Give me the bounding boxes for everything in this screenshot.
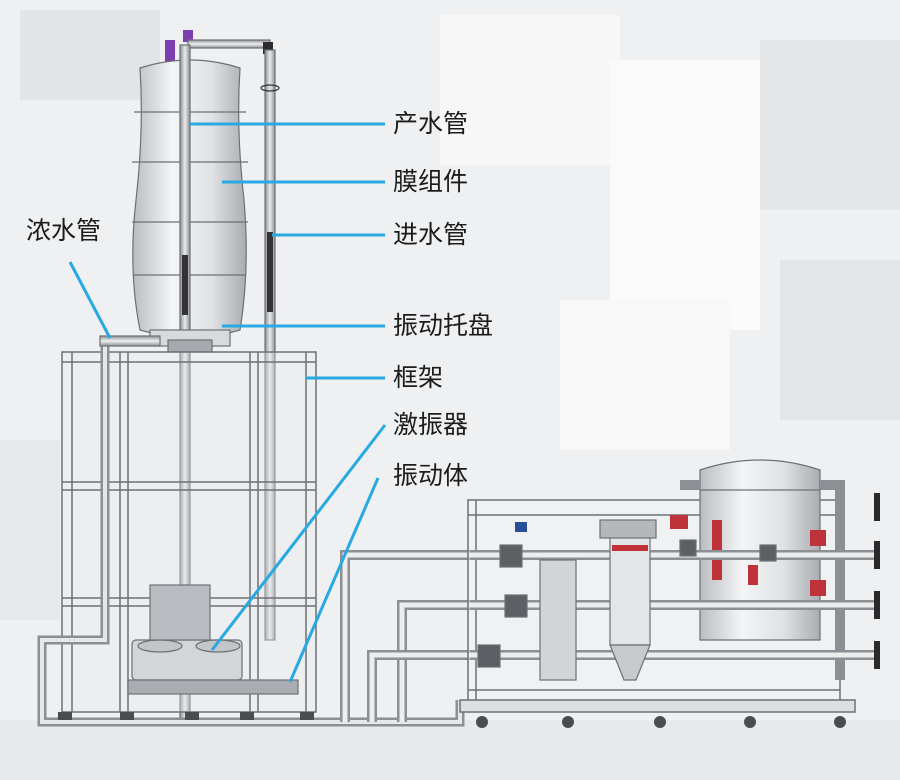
label-exciter: 激振器 [393,410,469,439]
leader-concentrate-pipe [68,261,112,339]
purple-cap-icon [165,40,175,62]
equipment-skid [459,459,880,728]
filter-housing [539,559,577,681]
inlet-pipe [264,49,276,641]
label-frame: 框架 [393,363,444,392]
label-membrane-module: 膜组件 [393,167,469,196]
leader-vibrator-body [288,477,380,683]
vibrator-body [127,679,299,695]
label-product-pipe: 产水管 [393,109,469,138]
leader-lines [68,122,387,683]
label-vibrator-body: 振动体 [393,461,469,490]
label-vibration-tray: 振动托盘 [393,311,494,340]
label-concentrate-pipe: 浓水管 [26,216,102,245]
label-inlet-pipe: 进水管 [393,220,469,249]
vsep-unit [37,30,465,727]
valves [477,515,826,668]
leader-exciter [210,424,387,651]
